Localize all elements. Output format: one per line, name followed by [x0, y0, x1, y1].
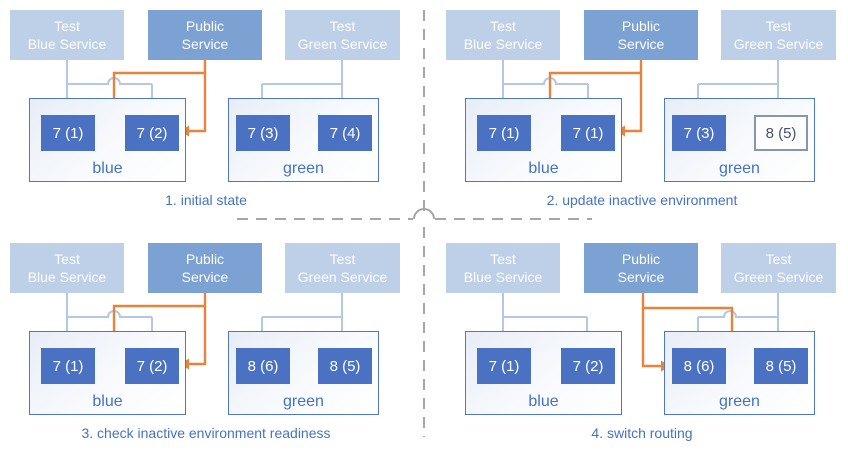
service-label-line: Service: [181, 36, 229, 52]
stage-caption: 4. switch routing: [591, 425, 693, 441]
pod: 8 (5): [754, 348, 808, 384]
service-label-line: Test: [329, 18, 356, 34]
environment-label: blue: [92, 160, 123, 177]
environment-label: green: [719, 393, 760, 410]
pod: 7 (2): [125, 115, 179, 151]
environment-label: blue: [528, 160, 559, 177]
test-green-service-box: Test Green Service: [285, 243, 400, 293]
quadrant-1-initial-state: Test Blue Service Public Service Test Gr…: [0, 0, 424, 220]
pod-inactive: 8 (5): [754, 115, 808, 151]
stage-caption: 2. update inactive environment: [546, 192, 738, 208]
service-label-line: Green Service: [733, 36, 824, 52]
environment-label: blue: [528, 393, 559, 410]
service-label-line: Service: [617, 36, 665, 52]
green-environment-box: 7 (3) 8 (5) green: [664, 98, 815, 182]
service-label-line: Public: [621, 251, 661, 267]
environment-label: green: [283, 393, 324, 410]
blue-environment-box: 7 (1) 7 (2) blue: [29, 331, 186, 415]
service-label-line: Service: [617, 269, 665, 285]
blue-environment-box: 7 (1) 7 (2) blue: [29, 98, 186, 182]
quadrant-3-check-readiness: Test Blue Service Public Service Test Gr…: [0, 233, 424, 453]
test-blue-service-box: Test Blue Service: [10, 10, 124, 60]
service-label-line: Green Service: [733, 269, 824, 285]
green-environment-box: 7 (3) 7 (4) green: [228, 98, 379, 182]
service-label-line: Test: [490, 18, 516, 34]
blue-environment-box: 7 (1) 7 (1) blue: [465, 98, 622, 182]
pod: 7 (2): [125, 348, 179, 384]
pod: 8 (6): [236, 348, 290, 384]
pod: 7 (1): [477, 348, 531, 384]
test-blue-service-box: Test Blue Service: [446, 10, 560, 60]
pod: 7 (1): [561, 115, 615, 151]
pod: 7 (1): [41, 348, 95, 384]
public-service-box: Public Service: [584, 10, 698, 60]
service-label-line: Blue Service: [463, 36, 543, 52]
blue-environment-box: 7 (1) 7 (2) blue: [465, 331, 622, 415]
service-label-line: Test: [765, 18, 792, 34]
environment-label: green: [283, 160, 324, 177]
service-label-line: Test: [54, 18, 80, 34]
service-label-line: Green Service: [297, 269, 388, 285]
service-label-line: Public: [185, 18, 225, 34]
service-label-line: Test: [490, 251, 516, 267]
service-label-line: Blue Service: [27, 269, 107, 285]
service-label-line: Public: [621, 18, 661, 34]
pod: 8 (5): [318, 348, 372, 384]
green-environment-box: 8 (6) 8 (5) green: [664, 331, 815, 415]
quadrant-2-update-inactive: Test Blue Service Public Service Test Gr…: [436, 0, 848, 220]
green-environment-box: 8 (6) 8 (5) green: [228, 331, 379, 415]
test-blue-service-box: Test Blue Service: [10, 243, 124, 293]
pod: 7 (1): [477, 115, 531, 151]
pod: 8 (6): [672, 348, 726, 384]
pod: 7 (2): [561, 348, 615, 384]
public-service-box: Public Service: [148, 243, 262, 293]
test-green-service-box: Test Green Service: [721, 243, 836, 293]
pod: 7 (3): [672, 115, 726, 151]
public-service-box: Public Service: [148, 10, 262, 60]
environment-label: blue: [92, 393, 123, 410]
service-label-line: Blue Service: [463, 269, 543, 285]
pod: 7 (3): [236, 115, 290, 151]
pod: 7 (1): [41, 115, 95, 151]
public-service-box: Public Service: [584, 243, 698, 293]
test-green-service-box: Test Green Service: [285, 10, 400, 60]
service-label-line: Service: [181, 269, 229, 285]
service-label-line: Public: [185, 251, 225, 267]
service-label-line: Blue Service: [27, 36, 107, 52]
stage-caption: 3. check inactive environment readiness: [81, 425, 331, 441]
service-label-line: Test: [54, 251, 80, 267]
service-label-line: Test: [765, 251, 792, 267]
service-label-line: Test: [329, 251, 356, 267]
test-blue-service-box: Test Blue Service: [446, 243, 560, 293]
stage-caption: 1. initial state: [165, 192, 247, 208]
service-label-line: Green Service: [297, 36, 388, 52]
pod: 7 (4): [318, 115, 372, 151]
environment-label: green: [719, 160, 760, 177]
quadrant-4-switch-routing: Test Blue Service Public Service Test Gr…: [436, 233, 848, 453]
test-green-service-box: Test Green Service: [721, 10, 836, 60]
